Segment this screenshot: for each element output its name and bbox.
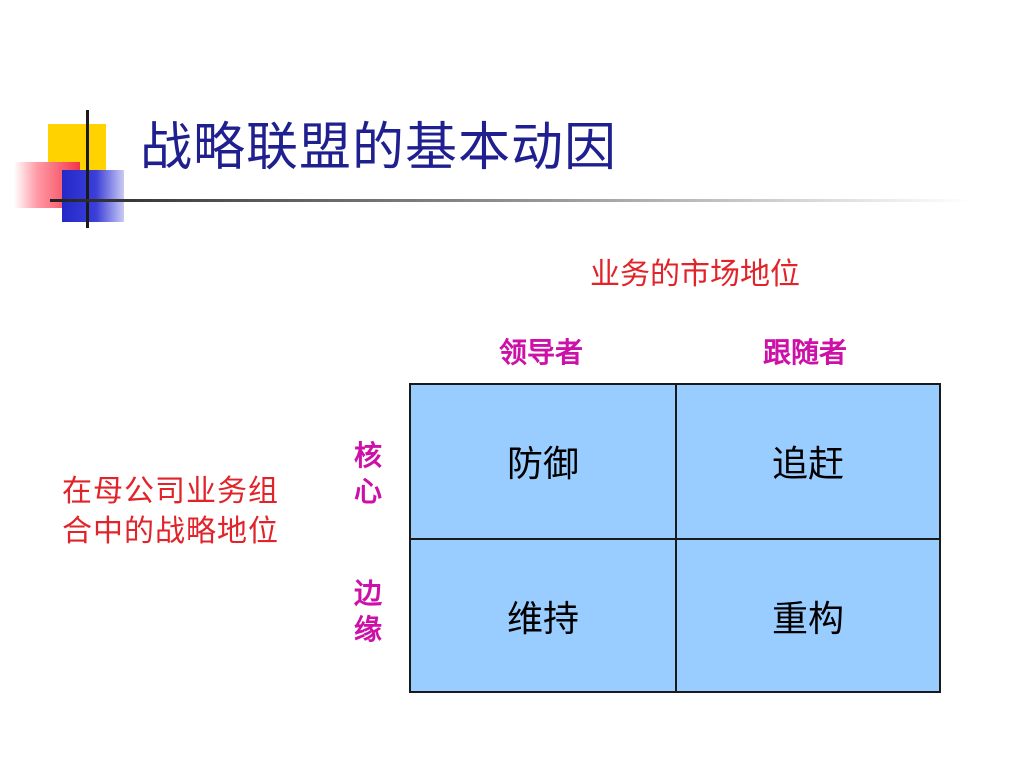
row-header-peripheral-char-1: 边: [353, 577, 382, 610]
logo-vertical-line: [86, 110, 89, 228]
row-header-core: 核 心: [346, 438, 390, 510]
matrix-cell-restructure-text: 重构: [771, 599, 844, 640]
row-header-peripheral: 边 缘: [346, 576, 390, 648]
matrix-cell-catch-up-text: 追赶: [771, 444, 844, 485]
strategy-matrix: 防御 追赶 维持 重构: [409, 383, 941, 693]
matrix-cell-defense-text: 防御: [506, 444, 579, 485]
column-header-follower: 跟随者: [762, 336, 847, 369]
row-header-peripheral-char-2: 缘: [353, 613, 382, 646]
matrix-cell-defense: 防御: [411, 385, 675, 538]
title-underline: [50, 199, 970, 202]
slide-title: 战略联盟的基本动因: [140, 118, 618, 178]
column-header-leader: 领导者: [498, 336, 583, 369]
row-header-core-char-2: 心: [353, 475, 382, 508]
matrix-cell-maintain: 维持: [411, 538, 675, 691]
parent-position-label: 在母公司业务组合中的战略地位: [62, 474, 279, 549]
row-header-core-char-1: 核: [353, 439, 382, 472]
market-position-label: 业务的市场地位: [590, 257, 800, 292]
matrix-cell-catch-up: 追赶: [675, 385, 939, 538]
logo-blue-square: [62, 170, 124, 222]
matrix-cell-restructure: 重构: [675, 538, 939, 691]
matrix-cell-maintain-text: 维持: [506, 599, 579, 640]
